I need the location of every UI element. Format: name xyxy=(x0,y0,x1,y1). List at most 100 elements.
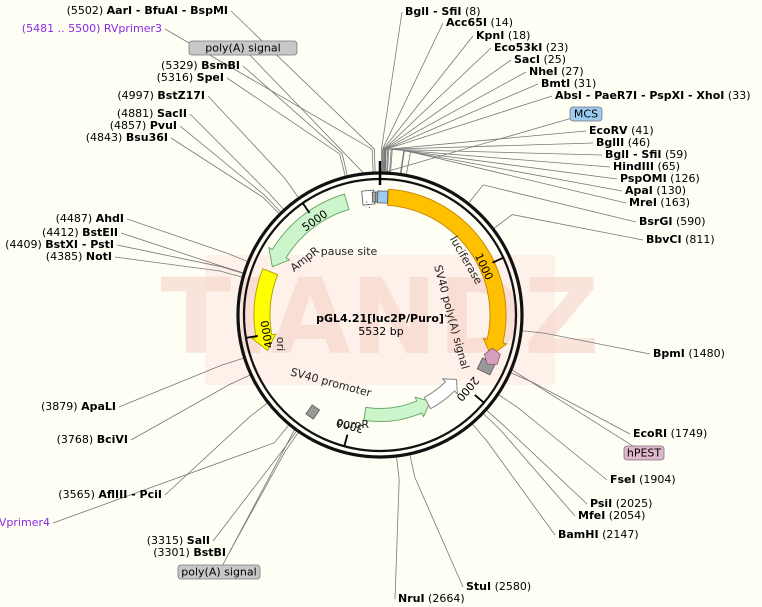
site-label[interactable]: (4487) AhdI xyxy=(56,212,124,225)
site-label[interactable]: PspOMI (126) xyxy=(620,172,700,185)
site-label[interactable]: (4385) NotI xyxy=(46,250,112,263)
site-label[interactable]: (4412) BstEII xyxy=(42,226,118,239)
site-label[interactable]: (5502) AarI - BfuAI - BspMI xyxy=(67,4,228,17)
badge-leader xyxy=(384,113,587,173)
site-name: SalI xyxy=(187,534,210,547)
site-label[interactable]: Eco53kI (23) xyxy=(494,41,568,54)
leader xyxy=(226,77,346,177)
site-label[interactable]: (4843) Bsu36I xyxy=(86,131,168,144)
site-name: SacI xyxy=(514,53,540,66)
site-label[interactable]: EcoRV (41) xyxy=(589,124,654,137)
site-position: (4409) xyxy=(5,238,45,251)
leader xyxy=(399,150,618,180)
site-label[interactable]: BbvCI (811) xyxy=(646,233,715,246)
leader xyxy=(381,22,444,173)
feature-ori[interactable] xyxy=(250,268,279,352)
site-label[interactable]: BglI - SfiI (59) xyxy=(605,148,688,161)
primer-label[interactable]: (5481 .. 5500) RVprimer3 xyxy=(22,22,162,35)
site-name: EcoRV xyxy=(589,124,628,137)
leader xyxy=(483,413,576,517)
leader xyxy=(164,28,374,173)
site-label[interactable]: KpnI (18) xyxy=(476,29,530,42)
site-label[interactable]: (4881) SacII xyxy=(117,107,187,120)
site-label[interactable]: MfeI (2054) xyxy=(578,509,645,522)
site-label[interactable]: (4857) PvuI xyxy=(110,119,177,132)
site-position: (5316) xyxy=(157,71,197,84)
site-label[interactable]: (3301) BstBI xyxy=(153,546,226,559)
site-name: NheI xyxy=(529,65,558,78)
site-name: BstEII xyxy=(82,226,118,239)
leader xyxy=(179,125,282,213)
site-position: (23) xyxy=(542,41,568,54)
site-label[interactable]: BamHI (2147) xyxy=(558,528,639,541)
site-label[interactable]: HindIII (65) xyxy=(613,160,680,173)
plasmid-center: pGL4.21[luc2P/Puro] 5532 bp xyxy=(316,312,444,338)
site-position: (2025) xyxy=(612,497,652,510)
site-label[interactable]: BglI - SfiI (8) xyxy=(405,5,481,18)
leader xyxy=(230,10,376,173)
watermark-text: TIANDZ xyxy=(161,256,600,378)
site-label[interactable]: FseI (1904) xyxy=(610,473,676,486)
feature-sv40promoter[interactable] xyxy=(423,378,459,410)
mcs-box[interactable] xyxy=(377,190,389,204)
feature-badge[interactable]: hPEST xyxy=(623,445,665,461)
site-name: SacII xyxy=(157,107,187,120)
site-label[interactable]: NheI (27) xyxy=(529,65,584,78)
feature-label: pause site xyxy=(321,245,378,258)
leader xyxy=(400,150,623,192)
site-label[interactable]: AbsI - PaeR7I - PspXI - XhoI (33) xyxy=(555,89,750,102)
feature-puror[interactable] xyxy=(363,396,432,422)
leader xyxy=(522,330,651,355)
site-label[interactable]: Acc65I (14) xyxy=(446,16,513,29)
leader xyxy=(114,256,243,278)
site-label[interactable]: MreI (163) xyxy=(629,196,690,209)
polya-box-bottom[interactable] xyxy=(305,404,321,420)
site-position: (590) xyxy=(672,215,705,228)
site-position: (4385) xyxy=(46,250,86,263)
site-label[interactable]: (3879) ApaLI xyxy=(41,400,116,413)
site-label[interactable]: PsiI (2025) xyxy=(590,497,652,510)
site-position: (5502) xyxy=(67,4,107,17)
leader xyxy=(384,83,539,173)
site-label[interactable]: BsrGI (590) xyxy=(639,215,706,228)
feature-badge[interactable]: poly(A) signal xyxy=(188,40,298,56)
site-label[interactable]: SacI (25) xyxy=(514,53,566,66)
site-label[interactable]: EcoRI (1749) xyxy=(633,427,707,440)
site-label[interactable]: (3768) BciVI xyxy=(57,433,128,446)
site-name: StuI xyxy=(466,580,491,593)
primer-label[interactable]: (3366 .. 3385) RVprimer4 xyxy=(0,516,50,529)
hpest-shape[interactable] xyxy=(483,347,501,365)
site-label[interactable]: NruI (2664) xyxy=(398,592,465,605)
site-label[interactable]: (3565) AflIII - PciI xyxy=(58,488,162,501)
site-position: (3565) xyxy=(58,488,98,501)
site-label[interactable]: (4409) BstXI - PstI xyxy=(5,238,114,251)
feature-ampr[interactable] xyxy=(268,193,350,268)
site-position: (130) xyxy=(653,184,686,197)
leader xyxy=(164,402,268,496)
feature-luciferase[interactable] xyxy=(386,188,508,357)
site-label[interactable]: BmtI (31) xyxy=(541,77,596,90)
site-position: (3768) xyxy=(57,433,97,446)
site-label[interactable]: BpmI (1480) xyxy=(653,347,725,360)
site-label[interactable]: (5316) SpeI xyxy=(157,71,224,84)
leader xyxy=(394,456,400,600)
site-label[interactable]: (5329) BsmBI xyxy=(161,59,240,72)
leader xyxy=(118,357,244,408)
site-labels[interactable]: (5502) AarI - BfuAI - BspMI(5329) BsmBI(… xyxy=(0,4,750,605)
site-label[interactable]: BglII (46) xyxy=(596,136,650,149)
leader xyxy=(170,137,280,214)
plasmid-length: 5532 bp xyxy=(358,325,403,338)
site-label[interactable]: (3315) SalI xyxy=(147,534,210,547)
feature-badge[interactable]: poly(A) signal xyxy=(177,564,261,580)
leader xyxy=(383,71,527,173)
site-label[interactable]: (4997) BstZ17I xyxy=(117,89,205,102)
site-name: KpnI xyxy=(476,29,504,42)
site-label[interactable]: StuI (2580) xyxy=(466,580,531,593)
site-position: (4881) xyxy=(117,107,157,120)
site-label[interactable]: ApaI (130) xyxy=(625,184,686,197)
site-name: Bsu36I xyxy=(126,131,168,144)
site-position: (25) xyxy=(540,53,566,66)
feature-badge[interactable]: MCS xyxy=(569,106,603,122)
site-name: PspOMI xyxy=(620,172,667,185)
